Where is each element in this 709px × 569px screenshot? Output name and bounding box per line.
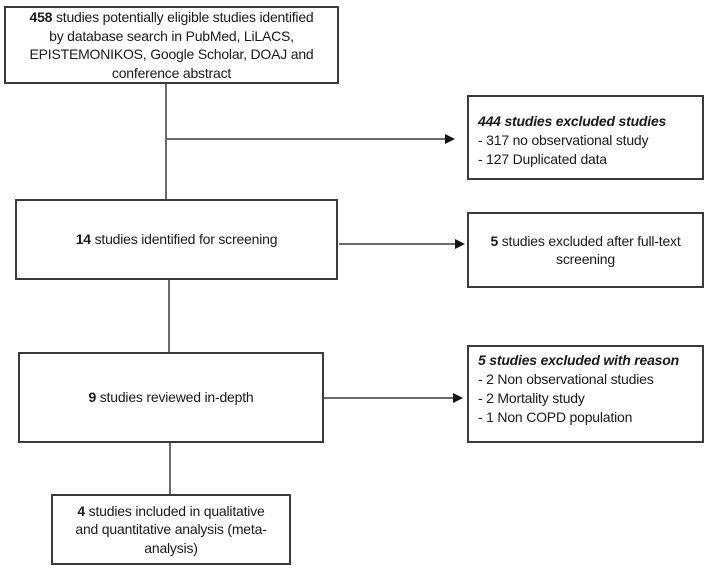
arrow-to-excluded-reason xyxy=(324,397,454,399)
box-studies-included-text: 4 studies included in qualitative and qu… xyxy=(75,502,266,558)
excluded-reason-item: - 2 Non observational studies xyxy=(478,371,654,387)
excluded-database-reason: - 317 no observational study xyxy=(478,132,649,148)
box-studies-screening: 14 studies identified for screening xyxy=(15,199,338,280)
arrow-to-excluded-database xyxy=(166,138,446,140)
excluded-fulltext-count: 5 xyxy=(490,232,499,249)
box-excluded-database: 444 studies excluded studies - 317 no ob… xyxy=(467,95,704,180)
box-studies-reviewed-text: 9 studies reviewed in-depth xyxy=(88,388,253,407)
studies-included-count: 4 xyxy=(77,502,85,519)
box-studies-identified-text: 458 studies potentially eligible studies… xyxy=(30,8,314,82)
excluded-database-reason: - 127 Duplicated data xyxy=(478,151,607,167)
excluded-database-heading: 444 studies excluded studies xyxy=(478,113,667,129)
studies-screening-count: 14 xyxy=(75,231,91,248)
studies-reviewed-count: 9 xyxy=(88,389,97,406)
arrow-to-excluded-fulltext xyxy=(339,243,456,245)
studies-reviewed-label: studies reviewed in-depth xyxy=(96,389,254,406)
studies-identified-label: studies potentially eligible studies ide… xyxy=(29,9,314,81)
arrowhead-icon xyxy=(455,239,465,249)
box-excluded-fulltext-text: 5 studies excluded after full-text scree… xyxy=(490,232,680,269)
excluded-reason-heading: 5 studies excluded with reason xyxy=(478,352,679,368)
arrowhead-icon xyxy=(445,134,455,144)
arrowhead-icon xyxy=(453,393,463,403)
box-studies-screening-text: 14 studies identified for screening xyxy=(76,230,278,249)
studies-screening-label: studies identified for screening xyxy=(90,231,278,248)
box-studies-reviewed: 9 studies reviewed in-depth xyxy=(18,352,324,443)
box-excluded-reason: 5 studies excluded with reason - 2 Non o… xyxy=(467,345,704,443)
box-excluded-fulltext: 5 studies excluded after full-text scree… xyxy=(467,212,704,288)
box-studies-included: 4 studies included in qualitative and qu… xyxy=(51,494,291,565)
studies-included-label: studies included in qualitative and quan… xyxy=(75,502,267,556)
excluded-fulltext-label: studies excluded after full-text screeni… xyxy=(501,232,681,268)
connector-identified-to-screening xyxy=(165,84,167,199)
studies-identified-count: 458 xyxy=(29,9,53,25)
excluded-reason-item: - 2 Mortality study xyxy=(478,390,585,406)
connector-reviewed-to-included xyxy=(169,443,171,494)
excluded-reason-item: - 1 Non COPD population xyxy=(478,409,633,425)
connector-screening-to-reviewed xyxy=(168,280,170,352)
box-studies-identified: 458 studies potentially eligible studies… xyxy=(4,6,339,84)
